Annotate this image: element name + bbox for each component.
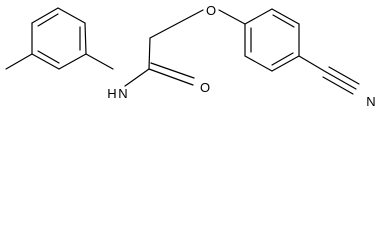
bond (84, 22, 87, 55)
bond (31, 7, 59, 24)
bond (271, 55, 300, 72)
atom-label-h: H (107, 86, 116, 101)
tolyl-ring (31, 7, 87, 70)
nitrile-triple-bond (322, 76, 354, 95)
bond (57, 7, 86, 24)
atom-label-o-carbonyl: O (200, 80, 210, 95)
bond (58, 53, 87, 70)
bond-double-inner (37, 13, 59, 27)
bond (148, 37, 151, 70)
atom-label-n-amide: N (118, 86, 127, 101)
bond (124, 68, 150, 87)
bond (271, 8, 300, 25)
bond (244, 8, 273, 25)
bond-double-inner (37, 50, 60, 64)
bond (244, 55, 273, 72)
carbonyl-bond (148, 68, 194, 86)
bond (31, 53, 60, 70)
bond-double-inner (271, 52, 294, 66)
molecule-structure: O H N O N (5, 3, 376, 109)
nitrile-triple-bond (328, 66, 360, 85)
bond (218, 9, 246, 25)
carbonyl-bond-double (150, 62, 195, 79)
bond (298, 55, 327, 73)
bond (85, 53, 114, 70)
cyanophenyl-ring (244, 8, 300, 72)
methyl-bond (5, 53, 33, 70)
atom-label-o-ether: O (206, 3, 216, 18)
atom-label-n-nitrile: N (366, 94, 375, 109)
nitrile-triple-bond (325, 71, 357, 90)
bond (149, 9, 204, 39)
bond-double-inner (272, 14, 295, 28)
